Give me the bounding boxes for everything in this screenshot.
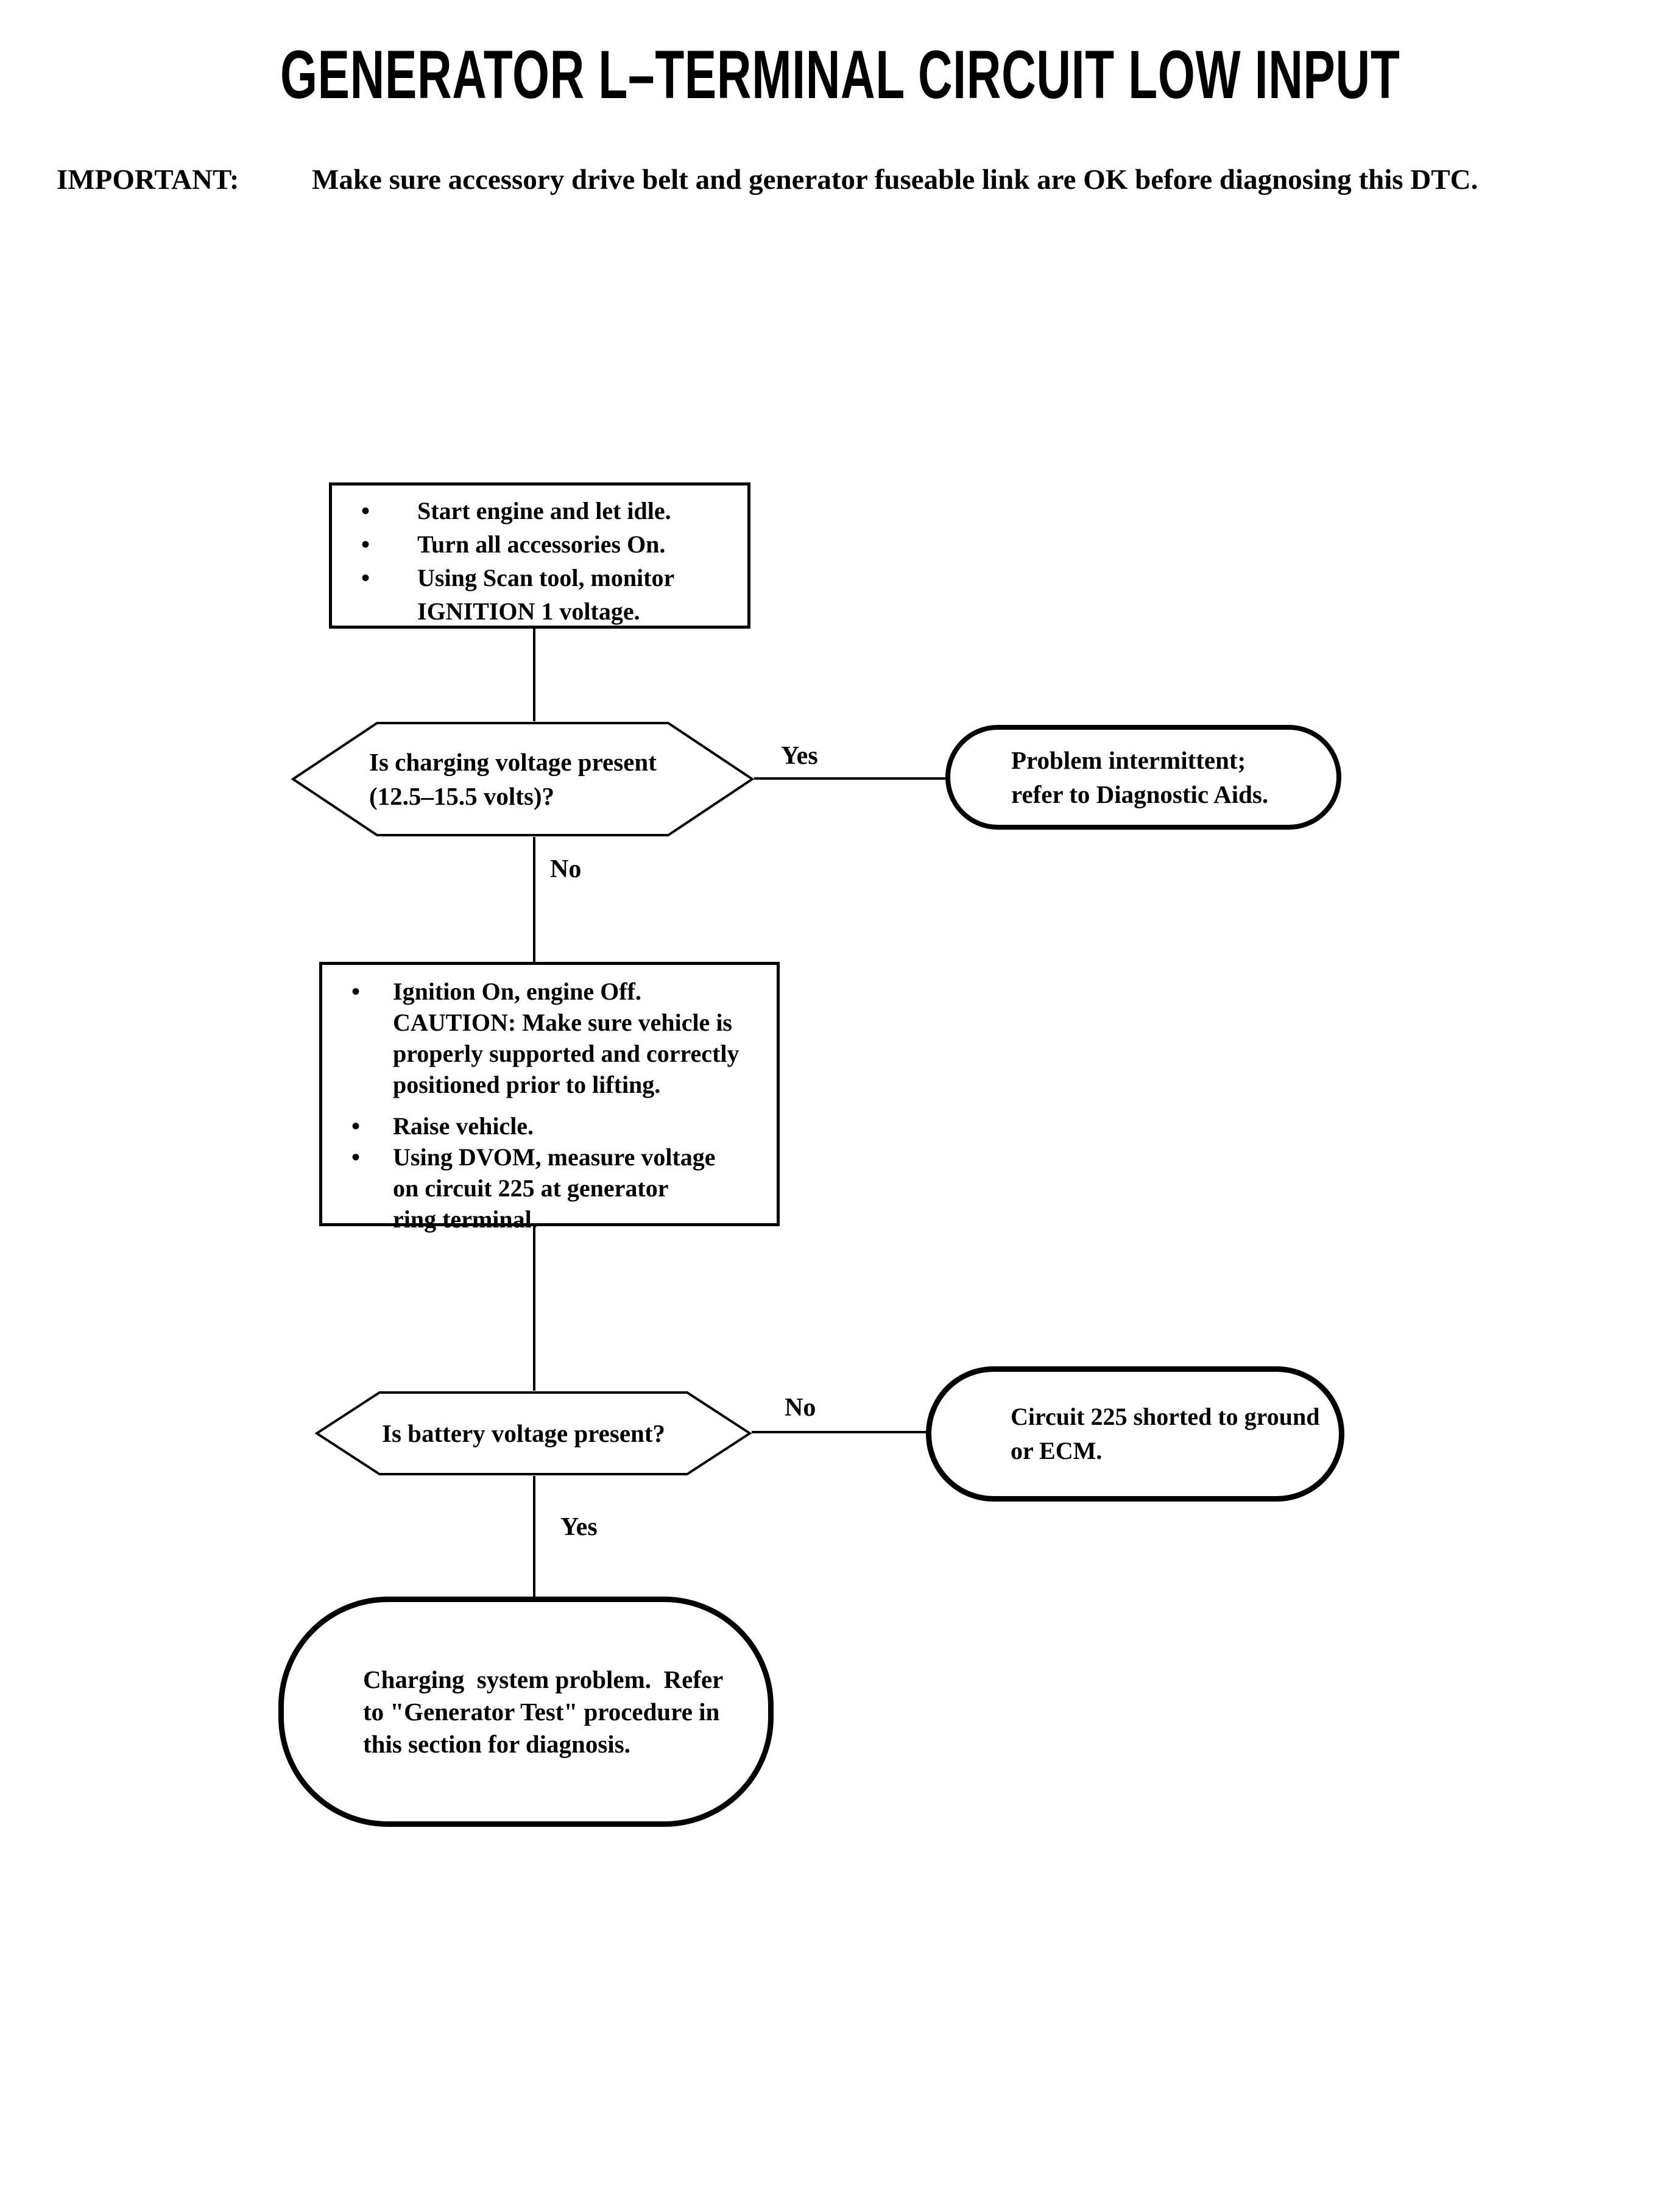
list-item: • Start engine and let idle.	[361, 494, 747, 528]
important-label: IMPORTANT:	[57, 164, 239, 196]
bullet-icon: •	[361, 497, 370, 524]
decision-charging-voltage: Is charging voltage present (12.5–15.5 v…	[291, 721, 754, 837]
decision2-question: Is battery voltage present?	[382, 1419, 665, 1447]
page-title: GENERATOR L–TERMINAL CIRCUIT LOW INPUT	[0, 35, 1680, 114]
step2-bullet-list: • Ignition On, engine Off. CAUTION: Make…	[322, 965, 777, 1233]
list-item: • Ignition On, engine Off. CAUTION: Make…	[351, 976, 777, 1100]
connector-decision1-no	[533, 837, 535, 962]
connector-decision2-yes	[533, 1476, 535, 1597]
step1-item-3: Using Scan tool, monitor IGNITION 1 volt…	[417, 564, 675, 625]
hexagon-shape	[291, 722, 754, 836]
step2-item-3: Using DVOM, measure voltage on circuit 2…	[393, 1143, 716, 1233]
decision-battery-voltage: Is battery voltage present?	[315, 1391, 752, 1476]
connector-step1-to-decision1	[533, 629, 535, 721]
list-item: • Using Scan tool, monitor IGNITION 1 vo…	[361, 561, 747, 628]
hexagon-shape	[315, 1391, 752, 1475]
terminal-circuit-225-shorted: Circuit 225 shorted to ground or ECM.	[926, 1366, 1344, 1502]
connector-decision2-no	[752, 1431, 926, 1433]
connector-step2-to-decision2	[533, 1226, 535, 1391]
decision1-yes-label: Yes	[781, 742, 818, 770]
step1-bullet-list: • Start engine and let idle. • Turn all …	[332, 485, 747, 626]
terminal-circuit-225-text: Circuit 225 shorted to ground or ECM.	[1011, 1403, 1320, 1464]
important-note: IMPORTANT: Make sure accessory drive bel…	[57, 162, 1668, 197]
decision1-no-label: No	[550, 855, 582, 883]
step-box-start-engine: • Start engine and let idle. • Turn all …	[329, 482, 750, 629]
decision2-yes-label: Yes	[560, 1513, 598, 1541]
bullet-icon: •	[351, 1112, 361, 1140]
step-box-measure-voltage: • Ignition On, engine Off. CAUTION: Make…	[319, 962, 780, 1233]
page-title-text: GENERATOR L–TERMINAL CIRCUIT LOW INPUT	[280, 37, 1400, 113]
decision1-question: Is charging voltage present (12.5–15.5 v…	[369, 748, 657, 810]
terminal-charging-system-problem: Charging system problem. Refer to "Gener…	[278, 1597, 774, 1827]
decision2-no-label: No	[785, 1394, 816, 1422]
important-text: Make sure accessory drive belt and gener…	[312, 164, 1478, 196]
step2-item-1: Ignition On, engine Off. CAUTION: Make s…	[393, 978, 739, 1098]
step2-item-2: Raise vehicle.	[393, 1112, 534, 1140]
list-item: • Turn all accessories On.	[361, 528, 747, 561]
list-item: • Using DVOM, measure voltage on circuit…	[351, 1142, 777, 1235]
connector-decision1-yes	[754, 777, 945, 780]
bullet-icon: •	[351, 978, 361, 1005]
bullet-icon: •	[361, 531, 370, 558]
bullet-icon: •	[361, 564, 370, 591]
bullet-icon: •	[351, 1143, 361, 1171]
terminal-problem-intermittent-text: Problem intermittent; refer to Diagnosti…	[1011, 746, 1269, 808]
step1-item-1: Start engine and let idle.	[417, 497, 671, 524]
list-item: • Raise vehicle.	[351, 1110, 777, 1142]
terminal-charging-system-text: Charging system problem. Refer to "Gener…	[363, 1665, 724, 1758]
terminal-problem-intermittent: Problem intermittent; refer to Diagnosti…	[945, 725, 1341, 830]
step1-item-2: Turn all accessories On.	[417, 531, 666, 558]
